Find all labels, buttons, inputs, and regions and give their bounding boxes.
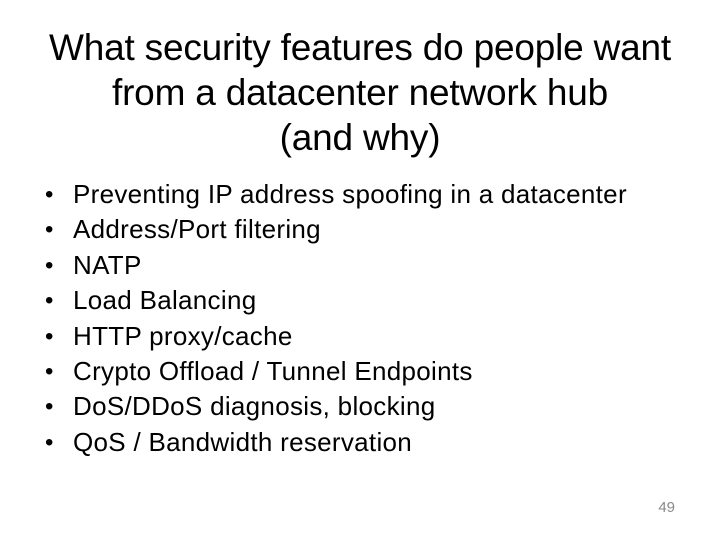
list-item: • Crypto Offload / Tunnel Endpoints (45, 354, 700, 389)
slide-title: What security features do people want fr… (0, 25, 720, 160)
bullet-text: Preventing IP address spoofing in a data… (73, 179, 627, 209)
bullet-icon: • (45, 358, 54, 386)
list-item: • NATP (45, 248, 700, 283)
bullet-icon: • (45, 251, 54, 279)
bullet-text: QoS / Bandwidth reservation (73, 426, 413, 457)
bullet-icon: • (45, 216, 54, 244)
list-item: • Address/Port filtering (45, 212, 700, 247)
bullet-text: Crypto Offload / Tunnel Endpoints (73, 356, 473, 387)
bullet-icon: • (45, 322, 54, 350)
bullet-text: NATP (73, 249, 142, 280)
list-item: • QoS / Bandwidth reservation (45, 425, 700, 460)
page-number: 49 (658, 499, 675, 516)
list-item: • HTTP proxy/cache (45, 319, 700, 354)
slide-title-line-2: from a datacenter network hub (111, 72, 609, 113)
bullet-icon: • (45, 181, 54, 208)
slide-title-line-3: (and why) (279, 117, 441, 158)
bullet-text: Address/Port filtering (73, 214, 321, 245)
bullet-icon: • (45, 393, 54, 421)
bullet-text: HTTP proxy/cache (73, 320, 293, 351)
bullet-text: DoS/DDoS diagnosis, blocking (73, 391, 436, 422)
slide-title-line-1: What security features do people want (49, 27, 671, 68)
bullet-icon: • (45, 287, 54, 315)
list-item: • Load Balancing (45, 283, 700, 318)
list-item: • DoS/DDoS diagnosis, blocking (45, 389, 700, 424)
bullet-text: Load Balancing (73, 285, 257, 316)
list-item: • Preventing IP address spoofing in a da… (45, 177, 700, 212)
bullet-icon: • (45, 428, 54, 456)
bullet-list: • Preventing IP address spoofing in a da… (45, 177, 700, 460)
